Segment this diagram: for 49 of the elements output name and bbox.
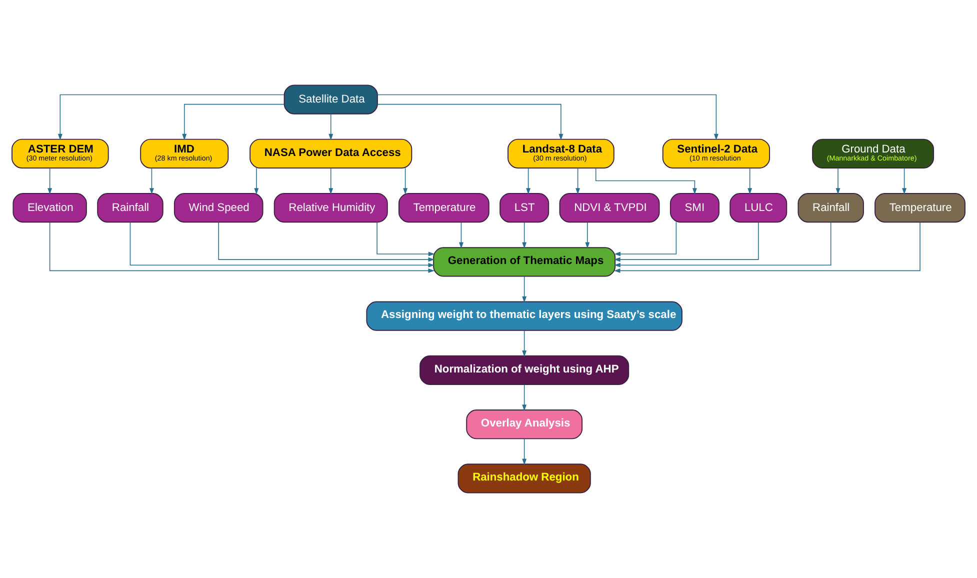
arrow — [328, 114, 334, 140]
arrow — [614, 222, 832, 268]
node-box: Temperature — [398, 192, 490, 223]
arrow — [150, 168, 154, 194]
node-box: Generation of Thematic Maps — [433, 247, 616, 277]
arrow — [522, 438, 527, 466]
arrow — [377, 104, 564, 140]
arrow — [377, 94, 718, 140]
arrow — [614, 222, 920, 273]
arrow — [182, 104, 284, 140]
node-box: SMI — [670, 192, 720, 223]
node-box: Rainshadow Region — [458, 464, 591, 494]
arrow — [748, 168, 752, 194]
node-box: Assigning weight to thematic layers using Saaty’s scale — [366, 301, 682, 331]
arrow — [522, 276, 527, 303]
node-box: Relative Humidity — [274, 192, 388, 223]
node-box: LULC — [730, 192, 788, 223]
arrow — [254, 168, 259, 194]
node-box: NDVI & TVPDI — [559, 192, 660, 223]
arrow — [902, 168, 907, 194]
arrow — [403, 168, 408, 194]
node-box: LST — [500, 192, 550, 223]
arrow — [522, 384, 527, 411]
node-box: Elevation — [12, 192, 87, 223]
node-box: Wind Speed — [174, 192, 264, 223]
arrow — [459, 222, 464, 249]
arrow — [595, 168, 697, 195]
arrow — [614, 222, 677, 256]
node-box: Rainfall — [798, 192, 864, 223]
arrow — [218, 222, 435, 262]
arrow — [376, 222, 435, 256]
arrow — [522, 330, 527, 357]
arrow — [48, 168, 52, 194]
arrow — [836, 168, 840, 194]
arrow — [58, 94, 284, 140]
node-box: Normalization of weight using AHP — [420, 355, 630, 386]
node-box: Satellite Data — [284, 84, 378, 114]
arrow — [522, 222, 527, 249]
arrow — [614, 222, 759, 262]
arrow — [49, 222, 435, 273]
arrow — [576, 168, 580, 194]
node-box: NASA Power Data Access — [250, 138, 412, 168]
arrow — [526, 168, 531, 194]
node-box: Rainfall — [97, 192, 164, 223]
arrow — [585, 222, 590, 249]
node-box: Temperature — [874, 192, 966, 223]
node-box: Overlay Analysis — [466, 410, 583, 440]
arrow — [130, 222, 435, 268]
arrow — [328, 168, 334, 194]
